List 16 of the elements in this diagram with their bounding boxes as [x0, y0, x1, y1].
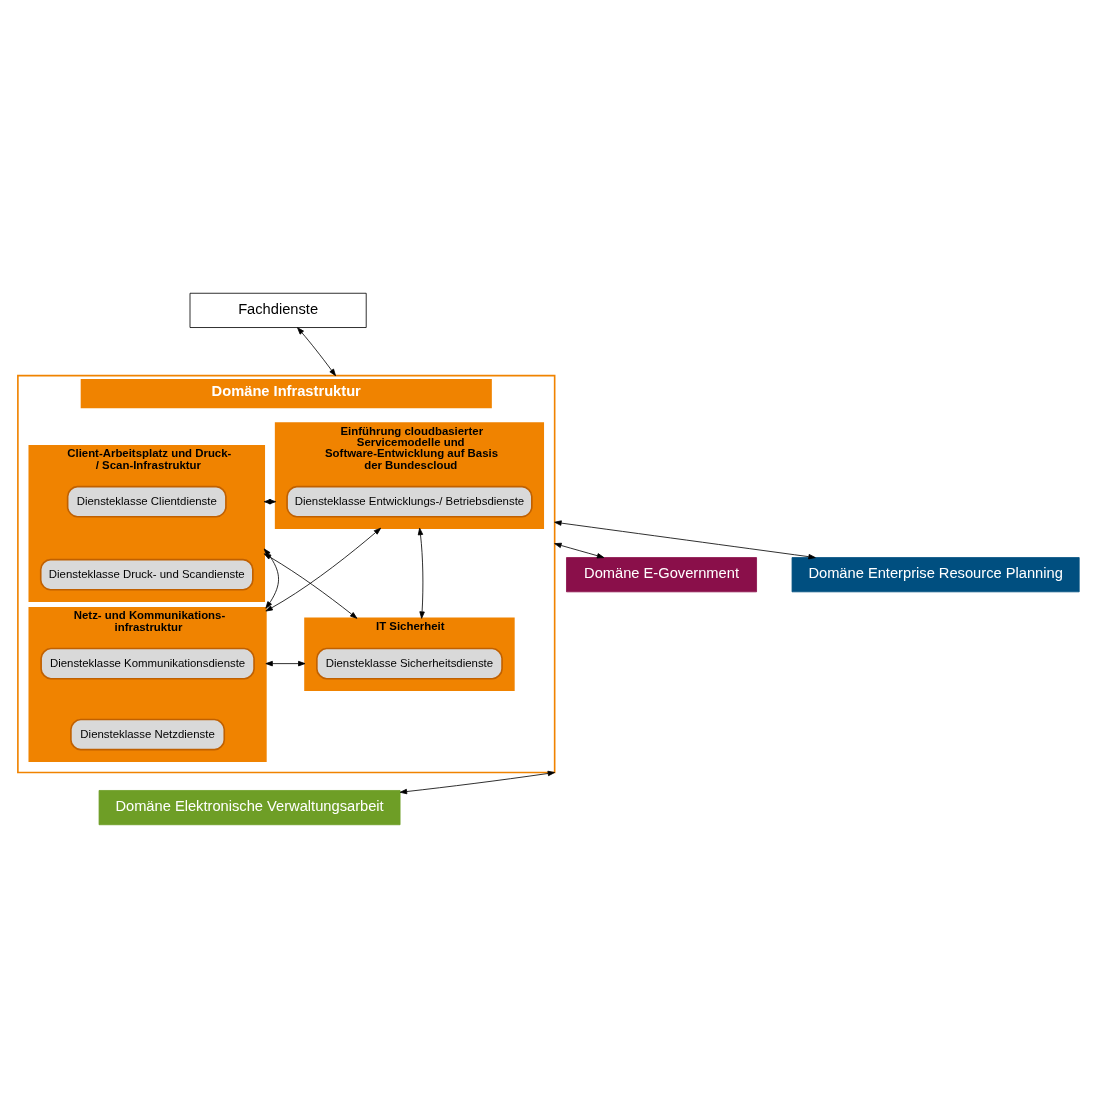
node-box: Diensteklasse Netzdienste	[70, 718, 226, 750]
arrow	[554, 519, 816, 559]
node-box: Domäne Enterprise Resource Planning	[791, 556, 1080, 592]
node-box: Diensteklasse Entwicklungs-/ Betriebsdienste	[286, 485, 533, 518]
arrow	[265, 660, 306, 666]
arrow	[554, 542, 605, 558]
node-box: Diensteklasse Clientdienste	[66, 485, 227, 518]
arrow	[297, 326, 336, 376]
node-box: Diensteklasse Druck- und Scandienste	[39, 558, 254, 591]
node-box: Diensteklasse Kommunikationsdienste	[40, 647, 255, 680]
node-box: Domäne Elektronische Verwaltungsarbeit	[98, 789, 401, 825]
node-box: Domäne E-Government	[566, 556, 757, 592]
arrow	[417, 527, 425, 619]
node-box: Diensteklasse Sicherheitsdienste	[316, 647, 503, 680]
node-box: Fachdienste	[189, 292, 367, 328]
arrow	[399, 770, 556, 794]
